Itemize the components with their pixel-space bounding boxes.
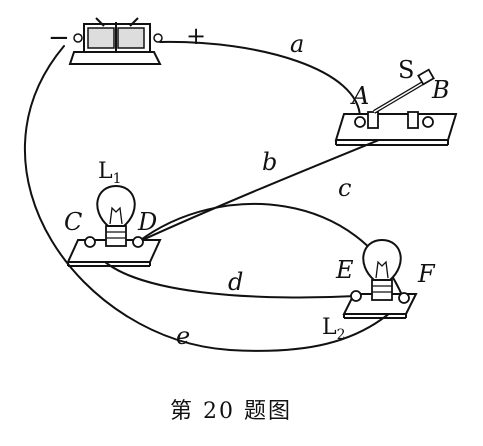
lamp-l1: [66, 184, 162, 267]
wire-d-label: d: [228, 268, 243, 296]
wire-a-label: a: [290, 30, 304, 58]
switch: [334, 68, 458, 146]
lamp-l1-terminal-c-label: C: [64, 208, 82, 236]
battery-plus-label: +: [186, 22, 206, 50]
lamp-l1-label: L1: [98, 159, 122, 187]
figure-caption: 第 20 题图: [170, 399, 292, 424]
lamp-l2-terminal-f-label: F: [417, 260, 436, 288]
switch-label: S: [398, 56, 414, 84]
battery: [68, 17, 163, 65]
wire-c-label: c: [338, 174, 351, 202]
battery-minus-label: −: [48, 23, 70, 53]
lamp-l2: [342, 238, 418, 319]
wire-e: [23, 45, 405, 352]
switch-terminal-a-label: A: [350, 82, 369, 110]
wire-b: [137, 123, 419, 243]
switch-terminal-b-label: B: [431, 76, 450, 104]
wire-a: [159, 40, 361, 119]
wire-e-label: e: [176, 322, 190, 350]
lamp-l2-label: L2: [322, 315, 346, 343]
lamp-l2-terminal-e-label: E: [335, 256, 354, 284]
lamp-l1-terminal-d-label: D: [137, 208, 157, 236]
wire-b-label: b: [262, 148, 277, 176]
